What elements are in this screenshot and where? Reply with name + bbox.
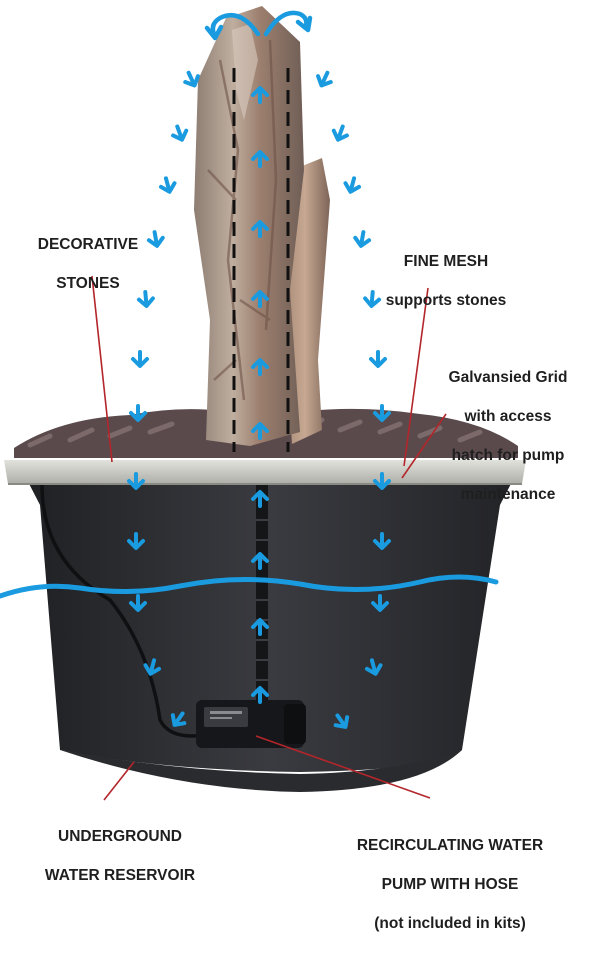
down-arrow bbox=[313, 67, 336, 91]
leader-galvanised-grid bbox=[401, 413, 447, 479]
label-line: WATER RESERVOIR bbox=[44, 867, 196, 885]
leader-pump bbox=[255, 735, 431, 799]
leader-decorative-stones bbox=[91, 275, 113, 463]
reservoir-tub bbox=[22, 470, 518, 772]
down-arrow bbox=[373, 404, 391, 422]
down-arrow bbox=[131, 350, 149, 368]
leader-reservoir bbox=[103, 761, 135, 801]
label-decorative-stones: DECORATIVE STONES bbox=[18, 216, 158, 313]
label-line: supports stones bbox=[385, 292, 507, 310]
pump-cable bbox=[40, 479, 206, 738]
label-line: RECIRCULATING WATER bbox=[356, 837, 544, 855]
rock-highlight bbox=[232, 24, 258, 120]
fountain-diagram bbox=[0, 6, 526, 801]
rock-monolith bbox=[194, 6, 304, 446]
leader-lines bbox=[91, 275, 447, 801]
down-arrow bbox=[168, 122, 191, 145]
label-line: STONES bbox=[56, 275, 120, 293]
label-line: hatch for pump bbox=[451, 446, 565, 464]
fountain-spray-right-head bbox=[295, 15, 313, 33]
fountain-spray-left bbox=[210, 13, 261, 37]
down-arrow bbox=[369, 350, 387, 368]
reservoir-bottom-ridge bbox=[60, 750, 462, 792]
fountain-spray-left-head bbox=[204, 24, 224, 41]
leader-fine-mesh bbox=[403, 287, 429, 467]
label-line: Galvansied Grid bbox=[448, 369, 568, 387]
label-reservoir: UNDERGROUND WATER RESERVOIR bbox=[20, 808, 220, 905]
label-line: maintenance bbox=[460, 485, 556, 503]
label-fine-mesh: FINE MESH supports stones bbox=[356, 233, 536, 330]
water-surface-wave bbox=[0, 574, 499, 599]
down-arrow bbox=[329, 122, 352, 145]
label-galvanised-grid: Galvansied Grid with access hatch for pu… bbox=[418, 349, 598, 523]
down-arrow bbox=[129, 404, 147, 422]
label-line: with access bbox=[464, 408, 552, 426]
label-line: DECORATIVE bbox=[37, 236, 139, 254]
label-line: FINE MESH bbox=[403, 253, 489, 271]
label-pump: RECIRCULATING WATER PUMP WITH HOSE (not … bbox=[320, 817, 580, 953]
label-line: UNDERGROUND bbox=[58, 828, 182, 846]
down-arrow bbox=[341, 174, 363, 196]
down-arrow bbox=[157, 174, 179, 196]
pump bbox=[196, 700, 306, 748]
fountain-spray-right bbox=[263, 10, 309, 37]
label-line: (not included in kits) bbox=[374, 914, 526, 932]
label-line: PUMP WITH HOSE bbox=[381, 876, 519, 894]
